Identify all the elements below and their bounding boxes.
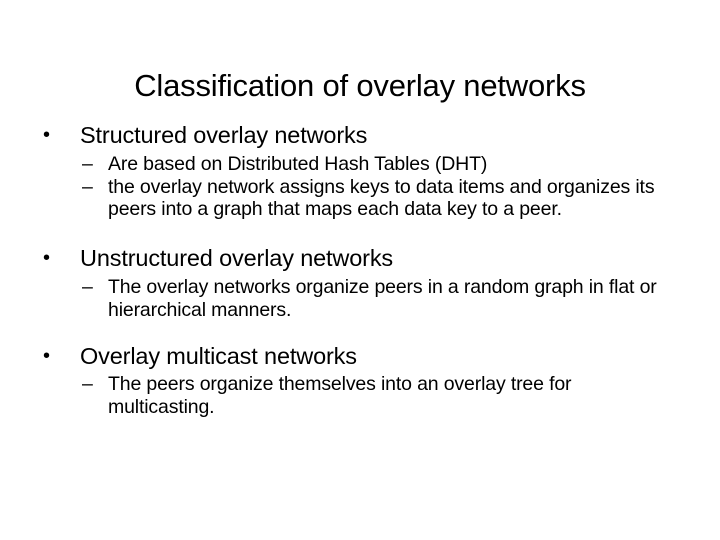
bullet-item-multicast: • Overlay multicast networks: [0, 343, 720, 371]
dash-marker-icon: –: [82, 152, 93, 175]
bullet-heading-label: Unstructured overlay networks: [80, 245, 394, 272]
bullet-group-structured: • Structured overlay networks – Are base…: [0, 122, 720, 221]
sub-bullet-item: – The overlay networks organize peers in…: [0, 276, 720, 322]
bullet-marker-icon: •: [43, 124, 50, 146]
bullet-marker-icon: •: [43, 247, 50, 270]
slide-body: • Structured overlay networks – Are base…: [0, 122, 720, 419]
dash-marker-icon: –: [82, 373, 93, 396]
sub-bullet-item: – the overlay network assigns keys to da…: [0, 176, 720, 222]
sub-bullet-list-unstructured: – The overlay networks organize peers in…: [0, 276, 720, 322]
page-title: Classification of overlay networks: [134, 67, 586, 103]
sub-bullet-list-multicast: – The peers organize themselves into an …: [0, 373, 720, 419]
bullet-item-structured: • Structured overlay networks: [0, 122, 720, 150]
sub-bullet-item: – Are based on Distributed Hash Tables (…: [0, 153, 720, 176]
sub-bullet-label: The overlay networks organize peers in a…: [108, 275, 657, 321]
bullet-heading-label: Overlay multicast networks: [80, 342, 357, 369]
dash-marker-icon: –: [82, 275, 93, 298]
sub-bullet-label: The peers organize themselves into an ov…: [108, 373, 572, 419]
sub-bullet-list-structured: – Are based on Distributed Hash Tables (…: [0, 153, 720, 221]
bullet-heading-label: Structured overlay networks: [80, 122, 368, 148]
dash-marker-icon: –: [82, 175, 93, 198]
bullet-group-multicast: • Overlay multicast networks – The peers…: [0, 343, 720, 419]
sub-bullet-label: Are based on Distributed Hash Tables (DH…: [108, 152, 488, 175]
bullet-marker-icon: •: [43, 344, 50, 367]
group-spacer: [0, 231, 720, 245]
sub-bullet-label: the overlay network assigns keys to data…: [108, 175, 655, 221]
sub-bullet-item: – The peers organize themselves into an …: [0, 373, 720, 419]
bullet-item-unstructured: • Unstructured overlay networks: [0, 245, 720, 273]
group-spacer: [0, 332, 720, 343]
bullet-group-unstructured: • Unstructured overlay networks – The ov…: [0, 245, 720, 321]
